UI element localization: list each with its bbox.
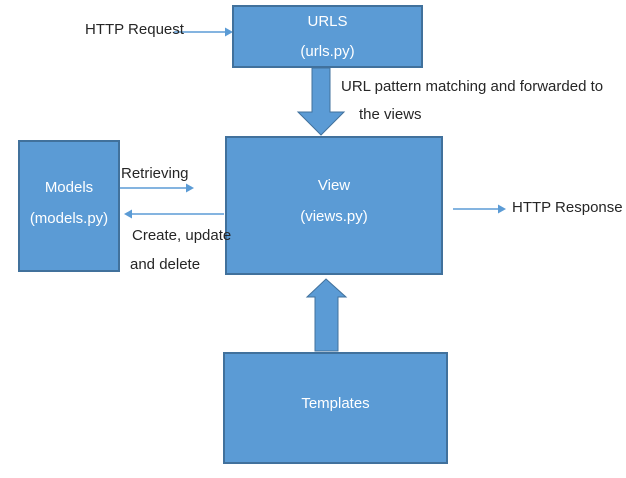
view-box-subtitle: (views.py): [300, 208, 368, 225]
create-update-label: Create, update: [132, 227, 232, 244]
retrieving-label: Retrieving: [121, 165, 189, 182]
view-box-title: View: [317, 177, 351, 194]
urls-box-subtitle: (urls.py): [300, 42, 355, 60]
http-request-label: HTTP Request: [85, 21, 184, 38]
retrieving-arrow: [119, 183, 194, 193]
templates-to-view-block-arrow: [305, 278, 348, 352]
http-response-arrow: [453, 204, 506, 214]
url-pattern-label-line1: URL pattern matching and forwarded to: [341, 78, 604, 95]
create-update-delete-arrow: [124, 209, 224, 219]
templates-box: Templates: [223, 352, 448, 464]
templates-box-title: Templates: [301, 395, 370, 412]
urls-box: URLS (urls.py): [232, 5, 423, 68]
view-box: View (views.py): [225, 136, 443, 275]
urls-box-title: URLS: [307, 12, 348, 30]
models-box: Models (models.py): [18, 140, 120, 272]
urls-to-view-block-arrow: [296, 67, 346, 136]
http-response-label: HTTP Response: [512, 199, 623, 216]
models-box-title: Models: [44, 178, 94, 196]
models-box-subtitle: (models.py): [29, 209, 109, 227]
url-pattern-label-line2: the views: [359, 106, 422, 123]
and-delete-label: and delete: [130, 256, 201, 273]
